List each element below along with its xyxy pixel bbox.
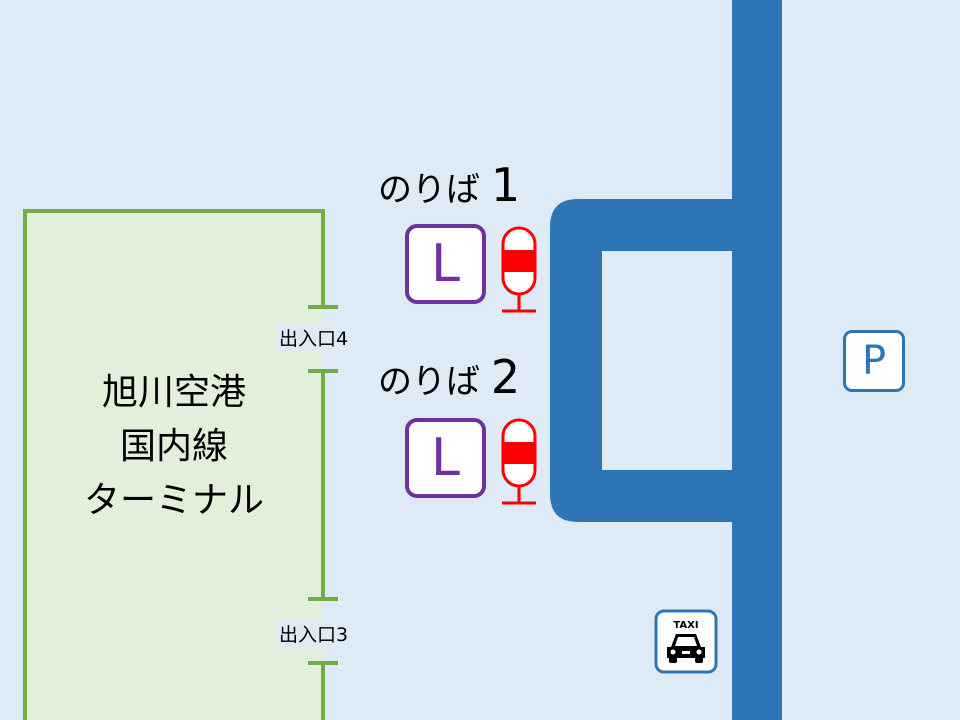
stop-number: 2 bbox=[490, 350, 521, 404]
road bbox=[550, 0, 782, 720]
bus-stop-icon bbox=[501, 226, 537, 313]
bus-stop-icon bbox=[501, 418, 537, 505]
parking-icon: P bbox=[843, 330, 905, 392]
terminal-name: 旭川空港 国内線 ターミナル bbox=[25, 366, 323, 528]
stop-label: のりば bbox=[378, 170, 480, 210]
exit-3-label: 出入口3 bbox=[277, 620, 351, 647]
stop-number: 1 bbox=[490, 158, 521, 212]
stop-label: のりば bbox=[378, 362, 480, 402]
terminal-name-line: 国内線 bbox=[119, 426, 228, 467]
stop-2-heading: のりば 2 bbox=[378, 350, 520, 404]
terminal-building bbox=[23, 209, 338, 720]
bus-line-l-badge: L bbox=[405, 224, 486, 304]
exit-4-label: 出入口4 bbox=[277, 324, 351, 351]
bus-line-l-badge: L bbox=[405, 418, 486, 498]
terminal-name-line: 旭川空港 bbox=[101, 372, 246, 413]
taxi-label: TAXI bbox=[673, 620, 698, 631]
terminal-name-line: ターミナル bbox=[83, 480, 264, 521]
taxi-icon: TAXI bbox=[654, 609, 718, 674]
stop-1-heading: のりば 1 bbox=[378, 158, 520, 212]
